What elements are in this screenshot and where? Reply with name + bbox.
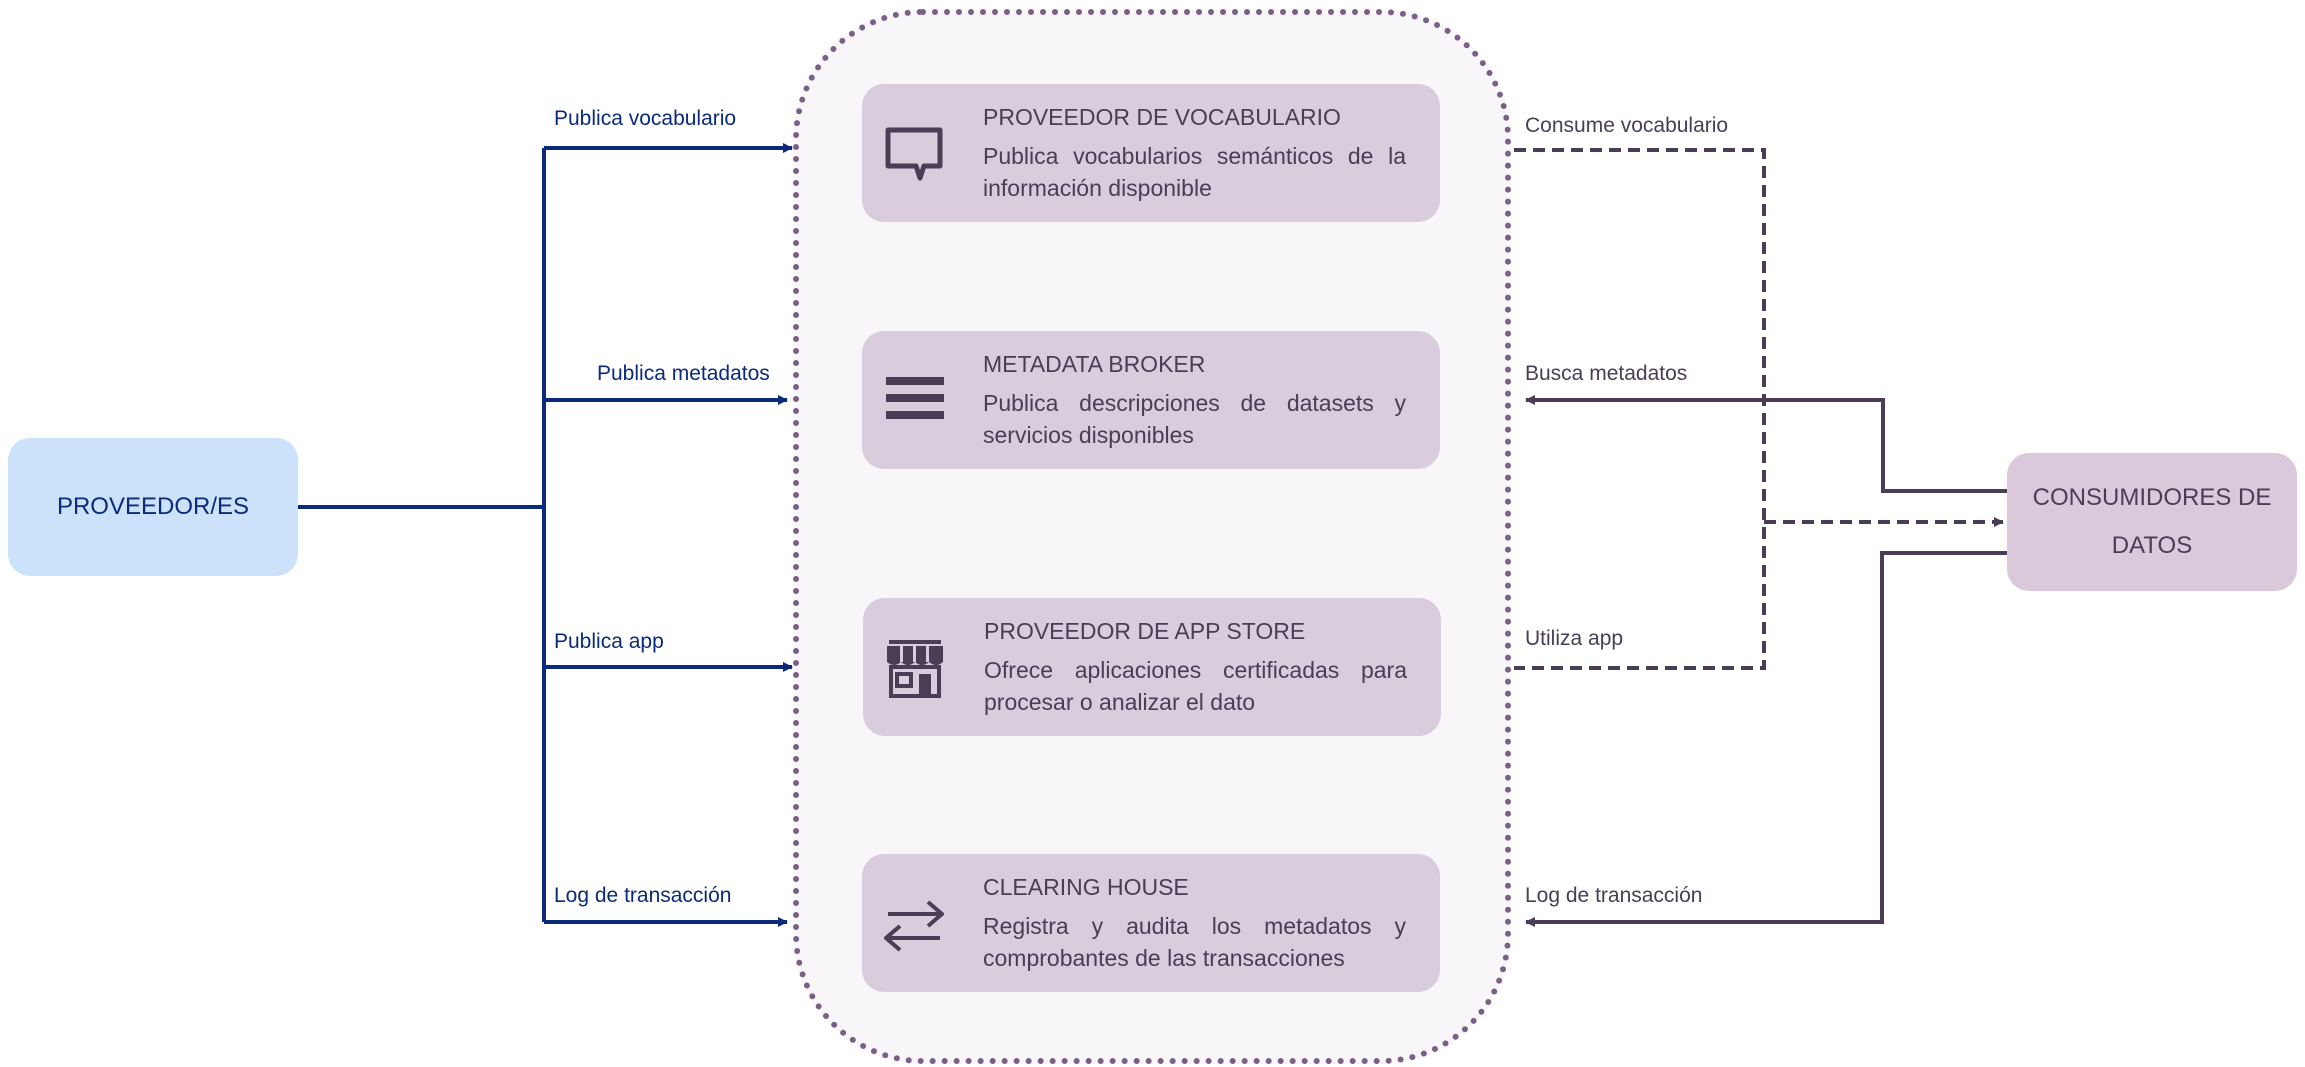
card-proveedor-app-store: PROVEEDOR DE APP STORE Ofrece aplicacion… xyxy=(863,598,1441,736)
chat-bubble-icon xyxy=(885,127,943,181)
label-utiliza-app: Utiliza app xyxy=(1525,627,1624,650)
provider-label: PROVEEDOR/ES xyxy=(56,493,250,520)
consumer-box: CONSUMIDORES DE DATOS xyxy=(2007,453,2297,591)
arrow-busca-metadatos xyxy=(1525,395,2007,493)
exchange-arrows-icon xyxy=(884,900,944,952)
card-title: PROVEEDOR DE VOCABULARIO xyxy=(983,104,1341,130)
consumer-label-line1: CONSUMIDORES DE xyxy=(2032,484,2272,511)
card-title: PROVEEDOR DE APP STORE xyxy=(984,618,1306,644)
label-publica-metadatos: Publica metadatos xyxy=(597,362,770,385)
label-log-transaccion-right: Log de transacción xyxy=(1525,884,1703,907)
label-consume-vocabulario: Consume vocabulario xyxy=(1525,114,1729,137)
storefront-icon xyxy=(887,640,943,698)
label-publica-app: Publica app xyxy=(554,630,664,653)
label-busca-metadatos: Busca metadatos xyxy=(1525,362,1688,385)
card-description: Publica descripciones de datasets y serv… xyxy=(983,390,1406,448)
card-description: Ofrece aplicaciones certificadas para pr… xyxy=(984,657,1407,715)
card-title: CLEARING HOUSE xyxy=(983,874,1189,900)
card-title: METADATA BROKER xyxy=(983,351,1206,377)
label-publica-vocabulario: Publica vocabulario xyxy=(554,107,737,130)
provider-box: PROVEEDOR/ES xyxy=(8,438,298,576)
label-log-transaccion-left: Log de transacción xyxy=(554,884,732,907)
list-lines-icon xyxy=(886,377,944,419)
card-description: Publica vocabularios semánticos de la in… xyxy=(983,143,1406,201)
card-description: Registra y audita los metadatos y compro… xyxy=(983,913,1406,971)
card-clearing-house: CLEARING HOUSE Registra y audita los met… xyxy=(862,854,1440,992)
dashed-consume-vocabulario xyxy=(1514,148,1766,670)
card-metadata-broker: METADATA BROKER Publica descripciones de… xyxy=(862,331,1440,469)
consumer-label-line2: DATOS xyxy=(2111,532,2193,559)
card-proveedor-vocabulario: PROVEEDOR DE VOCABULARIO Publica vocabul… xyxy=(862,84,1440,222)
arrow-log-transaccion-right xyxy=(1525,551,2007,927)
